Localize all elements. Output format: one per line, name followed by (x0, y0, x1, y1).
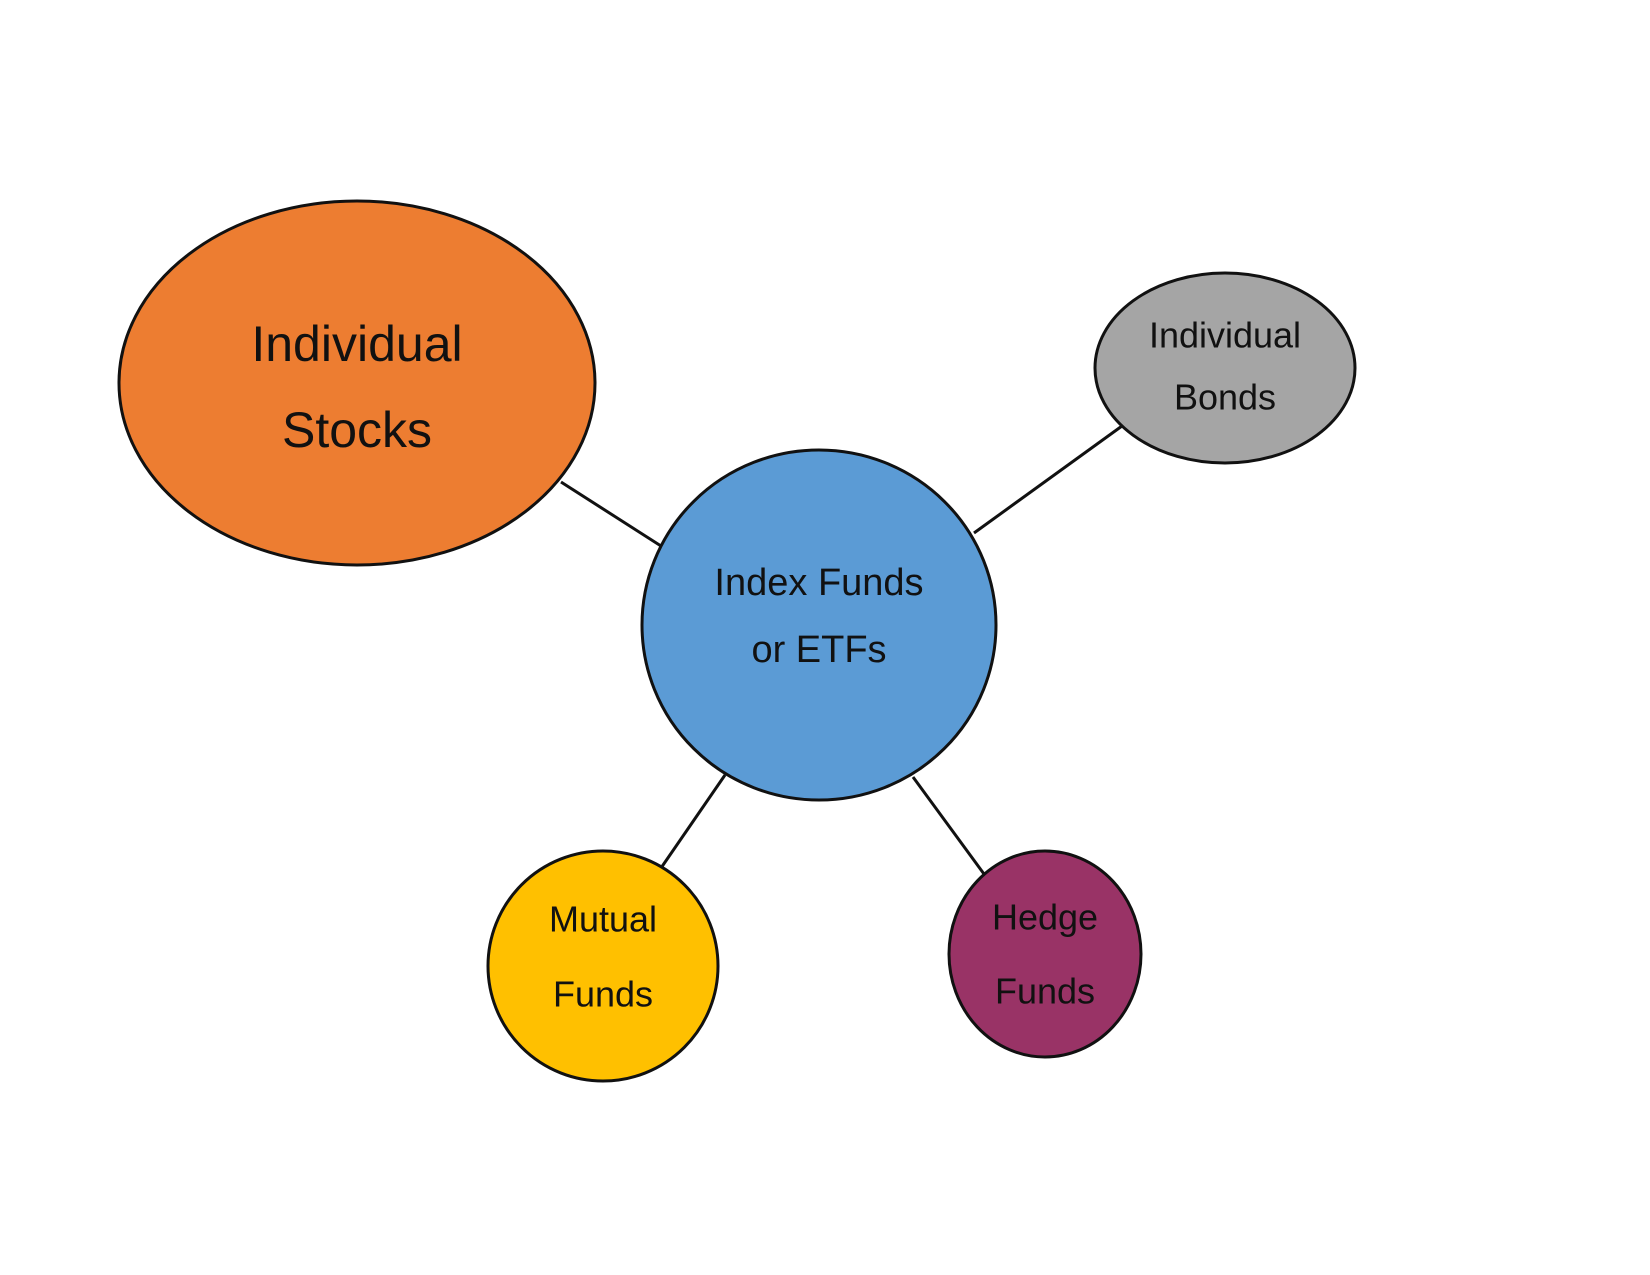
connector-center-hedge (911, 776, 986, 875)
node-individual-stocks: Individual Stocks (117, 199, 597, 567)
node-mutual-funds-label-line2: Funds (553, 974, 653, 1015)
node-individual-bonds: Individual Bonds (1093, 271, 1357, 465)
node-mutual-funds-shape (486, 849, 720, 1083)
node-individual-stocks-shape (117, 199, 597, 567)
node-index-funds-label-line2: or ETFs (751, 629, 886, 671)
node-hedge-funds: Hedge Funds (947, 849, 1143, 1059)
node-individual-stocks-label-line2: Stocks (282, 402, 432, 458)
node-individual-stocks-label-line1: Individual (251, 316, 462, 372)
node-hedge-funds-label-line2: Funds (995, 971, 1095, 1012)
node-index-funds: Index Funds or ETFs (640, 448, 998, 802)
node-hedge-funds-shape (947, 849, 1143, 1059)
node-index-funds-shape (640, 448, 998, 802)
node-mutual-funds-label-line1: Mutual (549, 899, 657, 940)
connector-center-bonds (973, 424, 1123, 535)
node-individual-bonds-label-line2: Bonds (1174, 377, 1276, 418)
node-hedge-funds-label-line1: Hedge (992, 897, 1098, 938)
node-individual-bonds-shape (1093, 271, 1357, 465)
node-individual-bonds-label-line1: Individual (1149, 315, 1301, 356)
connector-center-stocks (560, 480, 662, 548)
node-mutual-funds: Mutual Funds (486, 849, 720, 1083)
node-index-funds-label-line1: Index Funds (714, 562, 923, 604)
connector-center-mutual (659, 774, 727, 869)
